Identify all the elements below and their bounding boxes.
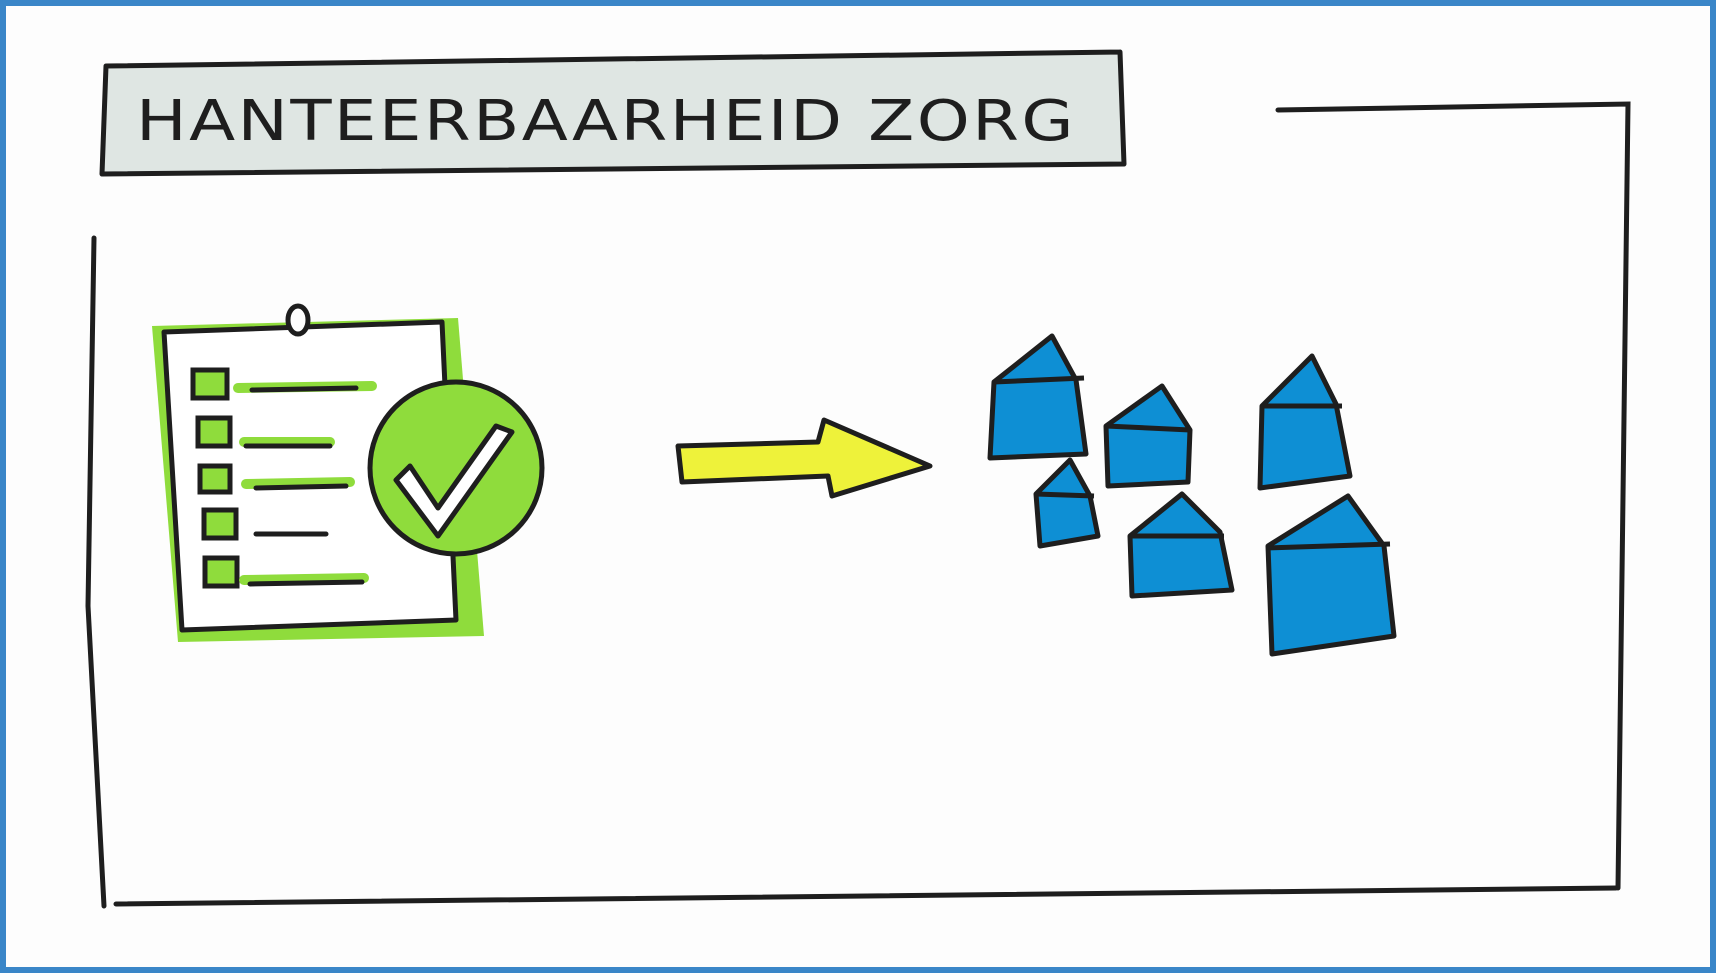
checklist-item [195,415,335,449]
house [1103,383,1193,489]
arrow-right-icon [675,417,933,499]
house [1265,493,1397,657]
checklist-item [197,463,355,495]
clipboard-checklist-icon [152,303,545,642]
checklist-item [190,367,377,401]
checkmark-circle-icon [367,379,545,557]
house [1033,457,1101,549]
sketch-drawing: HANTEERBAARHEID ZORG [85,49,1631,909]
houses-icon [987,333,1397,657]
page-title: HANTEERBAARHEID ZORG [136,89,1076,154]
house [1127,491,1235,599]
house [1257,353,1353,491]
title-banner: HANTEERBAARHEID ZORG [99,49,1127,177]
checklist-item [201,507,329,541]
checklist-item [202,555,369,589]
checklist-items [190,367,377,589]
content-box [85,101,1631,909]
house [987,333,1089,461]
